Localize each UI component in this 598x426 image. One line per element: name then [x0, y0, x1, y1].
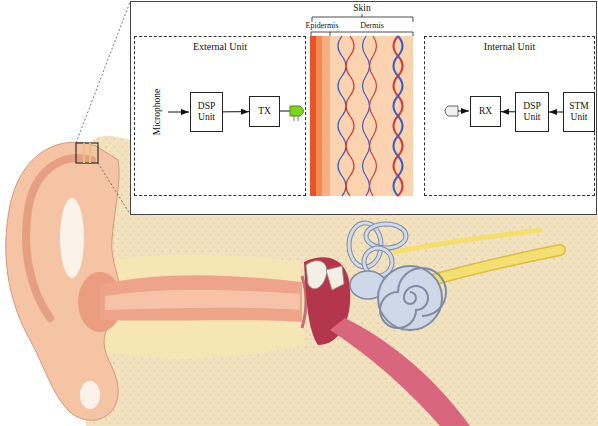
inset-frame	[131, 2, 597, 215]
ossicle	[306, 261, 327, 289]
process-box: RX	[470, 96, 501, 127]
photodiode-symbol	[445, 106, 458, 116]
node-text: TX	[258, 106, 271, 117]
signal-arrow	[458, 111, 469, 112]
process-box: DSP Unit	[190, 92, 223, 132]
epidermis-layer	[322, 36, 330, 196]
artery	[370, 36, 377, 196]
semicircular-canal	[366, 224, 406, 248]
artery	[346, 36, 354, 196]
ear-canal	[100, 275, 302, 322]
auditory-nerve	[425, 250, 560, 282]
vein	[338, 36, 346, 196]
skin-stripe	[89, 143, 91, 163]
cochlea-spiral	[380, 268, 446, 328]
ear-canal-lining	[105, 290, 300, 310]
artery	[394, 36, 403, 196]
node-text: Internal Unit	[425, 41, 594, 52]
stratum-layer	[310, 36, 316, 196]
epidermis-layer	[316, 36, 322, 196]
layer-label: Epidermis	[306, 22, 339, 30]
ossicle	[326, 266, 344, 290]
layer-bracket	[311, 32, 413, 36]
signal-arrow	[501, 111, 515, 112]
node-text: DSP Unit	[191, 101, 222, 123]
unit-group: Internal UnitRX DSP Unit STM Unit	[424, 36, 595, 196]
led-lead	[294, 116, 295, 121]
process-box: TX	[249, 96, 280, 127]
vestibular-nerve	[395, 230, 540, 252]
process-box: DSP Unit	[515, 92, 549, 132]
signal-wire	[280, 111, 290, 112]
auditory-nerve	[425, 250, 560, 282]
signal-arrow	[168, 112, 189, 113]
node-text: RX	[479, 106, 492, 117]
skin-bracket	[312, 14, 413, 22]
skin-label: Skin	[353, 4, 370, 14]
vein	[394, 36, 403, 196]
node-text: STM Unit	[564, 101, 594, 123]
cartilage	[100, 255, 305, 359]
zoom-box	[76, 143, 98, 163]
node-text: External Unit	[135, 41, 305, 52]
eustachian-tube	[330, 318, 470, 426]
led-symbol	[290, 106, 304, 116]
earlobe-highlight	[80, 381, 100, 409]
process-box: STM Unit	[563, 92, 595, 132]
microphone-label: Microphone	[153, 89, 163, 135]
cochlea	[378, 266, 442, 330]
layer-label: Dermis	[360, 22, 384, 30]
cartilage-highlight	[60, 198, 84, 278]
semicircular-canal	[366, 224, 406, 248]
skin-stripe	[83, 143, 85, 163]
node-text: DSP Unit	[516, 101, 548, 123]
signal-arrow	[549, 112, 563, 113]
led-lead	[298, 116, 299, 121]
vein	[363, 36, 370, 196]
dermis-layer	[330, 36, 413, 196]
signal-arrow	[223, 111, 249, 112]
zoom-line	[76, 2, 130, 143]
zoom-line	[98, 163, 130, 214]
